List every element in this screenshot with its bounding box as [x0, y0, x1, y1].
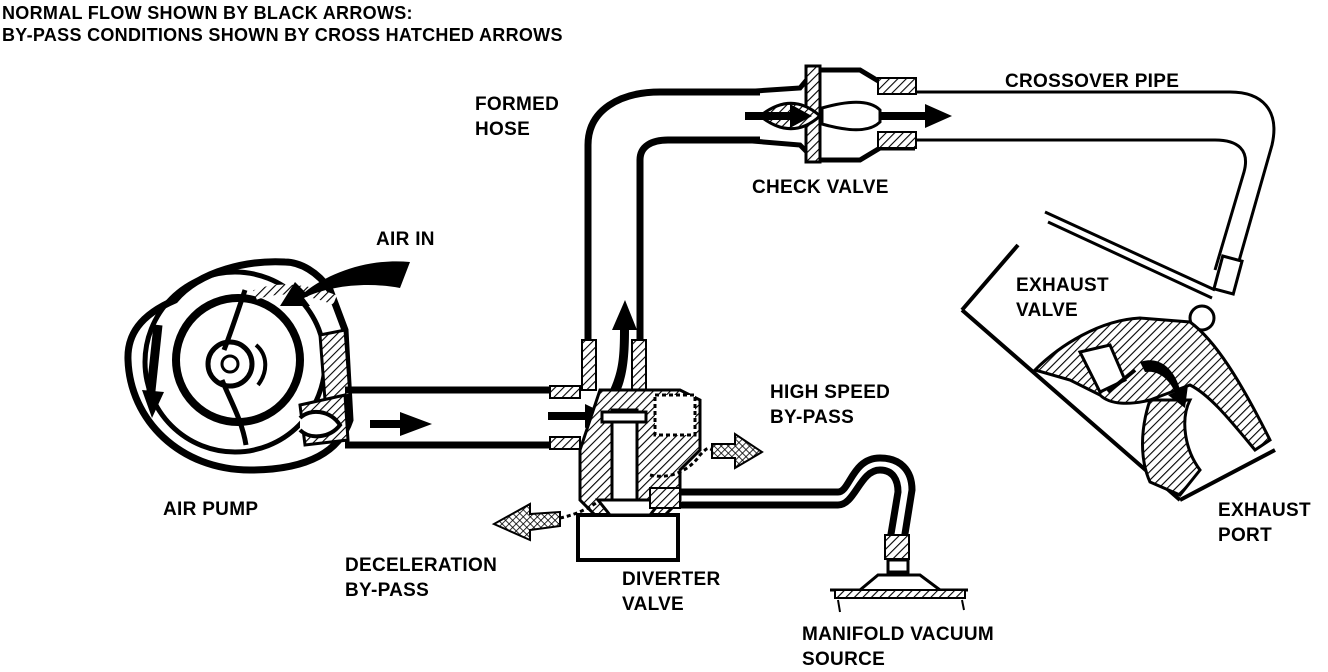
pump-outlet-pipe	[345, 385, 610, 450]
exhaust-valve-label: EXHAUST VALVE	[1016, 273, 1109, 323]
exhaust-valve-port	[960, 210, 1276, 502]
formed-hose-label-line2: HOSE	[475, 119, 531, 140]
air-in-label-text: AIR IN	[376, 229, 435, 250]
check-valve-label-text: CHECK VALVE	[752, 177, 889, 198]
diverter-valve	[576, 388, 702, 562]
high-speed-bypass-arrow	[711, 432, 764, 470]
air-pump-label: AIR PUMP	[163, 497, 258, 522]
legend-normal-flow-text: NORMAL FLOW SHOWN BY BLACK ARROWS:	[2, 3, 413, 23]
high-speed-bypass-label-line1: HIGH SPEED	[770, 382, 891, 403]
manifold-vacuum-source-label-line2: SOURCE	[802, 649, 886, 670]
air-pump	[124, 258, 354, 474]
check-valve-label: CHECK VALVE	[752, 175, 889, 200]
vacuum-line	[649, 454, 968, 613]
manifold-vacuum-source-label: MANIFOLD VACUUM SOURCE	[802, 622, 994, 672]
deceleration-bypass-arrow	[491, 502, 561, 542]
diverter-valve-label-line1: DIVERTER	[622, 569, 721, 590]
formed-hose-label-line1: FORMED	[475, 94, 560, 115]
crossover-pipe	[915, 90, 1276, 296]
check-valve	[739, 64, 952, 164]
exhaust-valve-label-line2: VALVE	[1016, 300, 1079, 321]
crossover-pipe-label-text: CROSSOVER PIPE	[1005, 71, 1180, 92]
diverter-valve-label: DIVERTER VALVE	[622, 567, 720, 617]
manifold-vacuum-source-label-line1: MANIFOLD VACUUM	[802, 624, 995, 645]
exhaust-port-label-line1: EXHAUST	[1218, 500, 1311, 521]
air-in-arrow	[280, 261, 410, 306]
deceleration-bypass-label-line1: DECELERATION	[345, 555, 498, 576]
exhaust-valve-label-line1: EXHAUST	[1016, 275, 1109, 296]
deceleration-bypass-label: DECELERATION BY-PASS	[345, 553, 497, 603]
exhaust-port-label: EXHAUST PORT	[1218, 498, 1311, 548]
high-speed-bypass-label-line2: BY-PASS	[770, 407, 855, 428]
air-pump-label-text: AIR PUMP	[163, 499, 259, 520]
exhaust-port-label-line2: PORT	[1218, 525, 1272, 546]
legend-bypass-text: BY-PASS CONDITIONS SHOWN BY CROSS HATCHE…	[2, 25, 563, 45]
formed-hose	[581, 88, 760, 396]
diverter-valve-label-line2: VALVE	[622, 594, 685, 615]
formed-hose-label: FORMED HOSE	[475, 92, 559, 142]
legend-normal-flow: NORMAL FLOW SHOWN BY BLACK ARROWS:	[2, 1, 413, 25]
legend-bypass: BY-PASS CONDITIONS SHOWN BY CROSS HATCHE…	[2, 23, 563, 47]
deceleration-bypass-label-line2: BY-PASS	[345, 580, 430, 601]
air-in-label: AIR IN	[376, 227, 435, 252]
high-speed-bypass-label: HIGH SPEED BY-PASS	[770, 380, 890, 430]
crossover-pipe-label: CROSSOVER PIPE	[1005, 69, 1179, 94]
